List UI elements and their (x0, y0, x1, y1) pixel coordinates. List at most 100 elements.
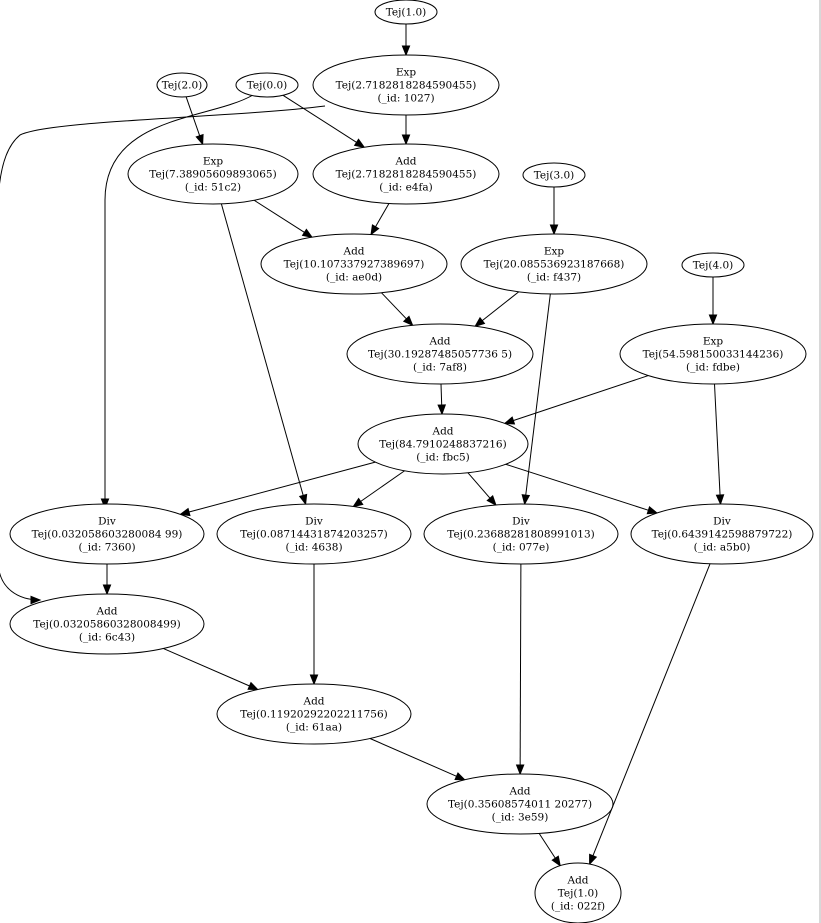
arrowhead-n7360-to-n6c43 (102, 584, 112, 596)
node-op-label: Add (342, 246, 364, 258)
edge-nfbc5-to-n7360 (187, 461, 376, 513)
edge-n51c2-to-nae0d (253, 199, 306, 234)
node-op-label: Div (305, 516, 323, 528)
node-id-label: (_id: 7360) (78, 542, 135, 554)
graph-node-in0: Tej(0.0) (235, 72, 299, 98)
edge-nfdbe-to-na5b0 (714, 383, 721, 497)
node-id-label: (_id: 022f) (551, 901, 605, 913)
arrowhead-in4-to-nfdbe (708, 314, 718, 326)
edge-in0-to-n7360 (104, 94, 254, 508)
arrowhead-n61aa-to-n3e59 (454, 772, 466, 781)
node-value-label: Tej(0.08714431874203257) (240, 529, 387, 541)
node-value-label: Tej(1.0) (386, 7, 427, 19)
node-ellipse (619, 323, 807, 385)
node-id-label: (_id: f437) (527, 272, 581, 284)
node-value-label: Tej(0.35608574011 20277) (448, 799, 592, 811)
node-value-label: Tej(1.0) (558, 888, 599, 900)
edge-nae0d-to-n7af8 (381, 292, 408, 320)
node-ellipse (460, 233, 648, 295)
node-value-label: Tej(0.6439142598879722) (652, 529, 793, 541)
edge-nfbc5-to-n077e (467, 472, 492, 500)
node-value-label: Tej(2.7182818284590455) (336, 80, 477, 92)
edge-ne4fa-to-nae0d (374, 203, 390, 228)
graph-node-in2: Tej(2.0) (156, 72, 208, 98)
node-value-label: Tej(2.7182818284590455) (336, 169, 477, 181)
node-id-label: (_id: 51c2) (185, 182, 241, 194)
node-id-label: (_id: 1027) (377, 93, 434, 105)
edge-nfbc5-to-na5b0 (505, 463, 650, 512)
arrowhead-nfbc5-to-na5b0 (646, 505, 659, 515)
node-ellipse (357, 413, 529, 475)
node-id-label: (_id: 077e) (493, 542, 550, 554)
edge-nf437-to-n077e (525, 293, 551, 497)
node-value-label: Tej(4.0) (693, 260, 734, 272)
node-value-label: Tej(2.0) (162, 80, 203, 92)
edge-n077e-to-n3e59 (519, 563, 522, 767)
node-value-label: Tej(0.032058603280084 99) (32, 529, 183, 541)
window-right-border (819, 0, 821, 923)
node-value-label: Tej(30.19287485057736 5) (368, 349, 512, 361)
node-ellipse (235, 72, 299, 98)
edge-n7af8-to-nfbc5 (440, 383, 443, 407)
node-ellipse (312, 54, 500, 116)
edge-nfbc5-to-n4638 (359, 470, 405, 503)
node-op-label: Add (428, 336, 450, 348)
node-ellipse (522, 162, 586, 188)
arrowhead-n7af8-to-nfbc5 (437, 404, 447, 416)
arrowhead-nfbc5-to-n077e (486, 495, 497, 507)
node-value-label: Tej(84.7910248837216) (379, 439, 506, 451)
edge-n51c2-to-n4638 (220, 203, 304, 497)
node-id-label: (_id: 3e59) (492, 812, 549, 824)
arrowhead-nf437-to-n077e (521, 494, 531, 506)
arrowhead-n1027-to-n6c43 (30, 595, 42, 605)
node-ellipse (681, 252, 745, 278)
arrowhead-n4638-to-n61aa (309, 674, 319, 686)
node-id-label: (_id: a5b0) (694, 542, 751, 554)
node-op-label: Div (512, 516, 530, 528)
node-id-label: (_id: 61aa) (286, 722, 342, 734)
arrowhead-in2-to-n51c2 (195, 133, 204, 146)
node-id-label: (_id: 7af8) (413, 362, 467, 374)
arrowhead-n51c2-to-n4638 (298, 493, 308, 506)
graph-node-in3: Tej(3.0) (522, 162, 586, 188)
node-value-label: Tej(54.598150033144236) (643, 349, 784, 361)
node-id-label: (_id: e4fa) (379, 182, 432, 194)
arrowhead-n3e59-to-n022f (551, 855, 561, 867)
arrowhead-in3-to-nf437 (549, 224, 559, 236)
node-value-label: Tej(0.03205860328008499) (33, 619, 180, 631)
node-op-label: Add (431, 426, 453, 438)
node-op-label: Add (394, 156, 416, 168)
arrowhead-nf437-to-n7af8 (474, 316, 486, 328)
nodes-layer: Tej(1.0) Tej(2.0) Tej(0.0) Tej(3.0) Tej(4.0)… (9, 0, 814, 923)
arrowhead-na5b0-to-n022f (589, 853, 598, 866)
node-op-label: Div (713, 516, 731, 528)
node-ellipse (156, 72, 208, 98)
node-value-label: Tej(7.38905609893065) (149, 169, 276, 181)
node-ellipse (216, 503, 412, 565)
node-ellipse (216, 683, 412, 745)
node-op-label: Add (302, 696, 324, 708)
arrowhead-in1-to-n1027 (401, 45, 411, 57)
graph-node-in4: Tej(4.0) (681, 252, 745, 278)
node-ellipse (426, 773, 614, 835)
edge-n3e59-to-n022f (538, 833, 557, 860)
node-ellipse (9, 503, 205, 565)
node-id-label: (_id: ae0d) (326, 272, 382, 284)
node-ellipse (127, 143, 299, 205)
edge-na5b0-to-n022f (592, 563, 711, 857)
node-op-label: Exp (703, 336, 724, 348)
node-ellipse (374, 0, 438, 25)
arrowhead-n1027-to-ne4fa (401, 134, 411, 146)
node-value-label: Tej(0.0) (247, 80, 288, 92)
